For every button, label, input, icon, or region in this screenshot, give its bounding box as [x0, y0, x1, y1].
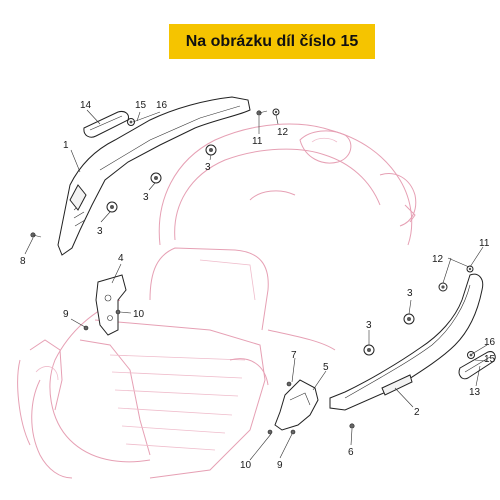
screw: [115, 309, 121, 315]
screw: [349, 423, 355, 429]
callout-2: 2: [414, 407, 420, 418]
callout-11: 11: [479, 238, 490, 249]
grommet: [363, 344, 375, 356]
callout-8: 8: [20, 256, 26, 267]
callout-3: 3: [407, 288, 413, 299]
part-2-right-rail: [329, 273, 484, 411]
callout-9: 9: [63, 309, 69, 320]
callout-16: 16: [156, 100, 168, 111]
title-banner: Na obrázku díl číslo 15: [169, 24, 375, 59]
grommet: [272, 108, 280, 116]
callout-9: 9: [277, 460, 283, 471]
grommet: [438, 282, 448, 292]
grommet: [127, 118, 135, 126]
part-4-bracket: [95, 274, 127, 336]
callout-15: 15: [484, 354, 496, 365]
callout-16: 16: [484, 337, 496, 348]
grommet: [106, 201, 118, 213]
grommet: [150, 172, 162, 184]
callout-4: 4: [118, 253, 124, 264]
callout-12: 12: [432, 254, 444, 265]
scooter-body-ghost: [17, 123, 417, 479]
callout-10: 10: [133, 309, 145, 320]
page-title: Na obrázku díl číslo 15: [185, 32, 359, 50]
callout-14: 14: [80, 100, 92, 111]
screw: [30, 232, 42, 238]
part-5-bracket: [274, 379, 319, 431]
part-1-left-rail: [57, 96, 251, 256]
grommet: [205, 144, 217, 156]
callout-15: 15: [135, 100, 147, 111]
screw: [286, 381, 292, 387]
callout-3: 3: [366, 320, 372, 331]
callout-5: 5: [323, 362, 329, 373]
part-13-end-cap: [458, 351, 496, 380]
callout-10: 10: [240, 460, 252, 471]
part-14-end-cap: [83, 111, 129, 138]
grommet-set: [106, 108, 475, 359]
callout-3: 3: [143, 192, 149, 203]
grommet: [466, 265, 474, 273]
callout-3: 3: [205, 162, 211, 173]
callout-labels: 14 15 16 1 12 11 3 3 3 8 4 9 10 12 11 3 …: [20, 100, 496, 471]
grommet: [403, 313, 415, 325]
grommet: [467, 351, 475, 359]
leader-lines: [24, 109, 488, 461]
screw: [290, 429, 296, 435]
callout-1: 1: [63, 140, 69, 151]
screw: [267, 429, 273, 435]
callout-13: 13: [469, 387, 481, 398]
callout-11: 11: [252, 136, 263, 147]
callout-12: 12: [277, 127, 289, 138]
screw: [256, 110, 268, 116]
callout-3: 3: [97, 226, 103, 237]
callout-6: 6: [348, 447, 354, 458]
callout-7: 7: [291, 350, 297, 361]
